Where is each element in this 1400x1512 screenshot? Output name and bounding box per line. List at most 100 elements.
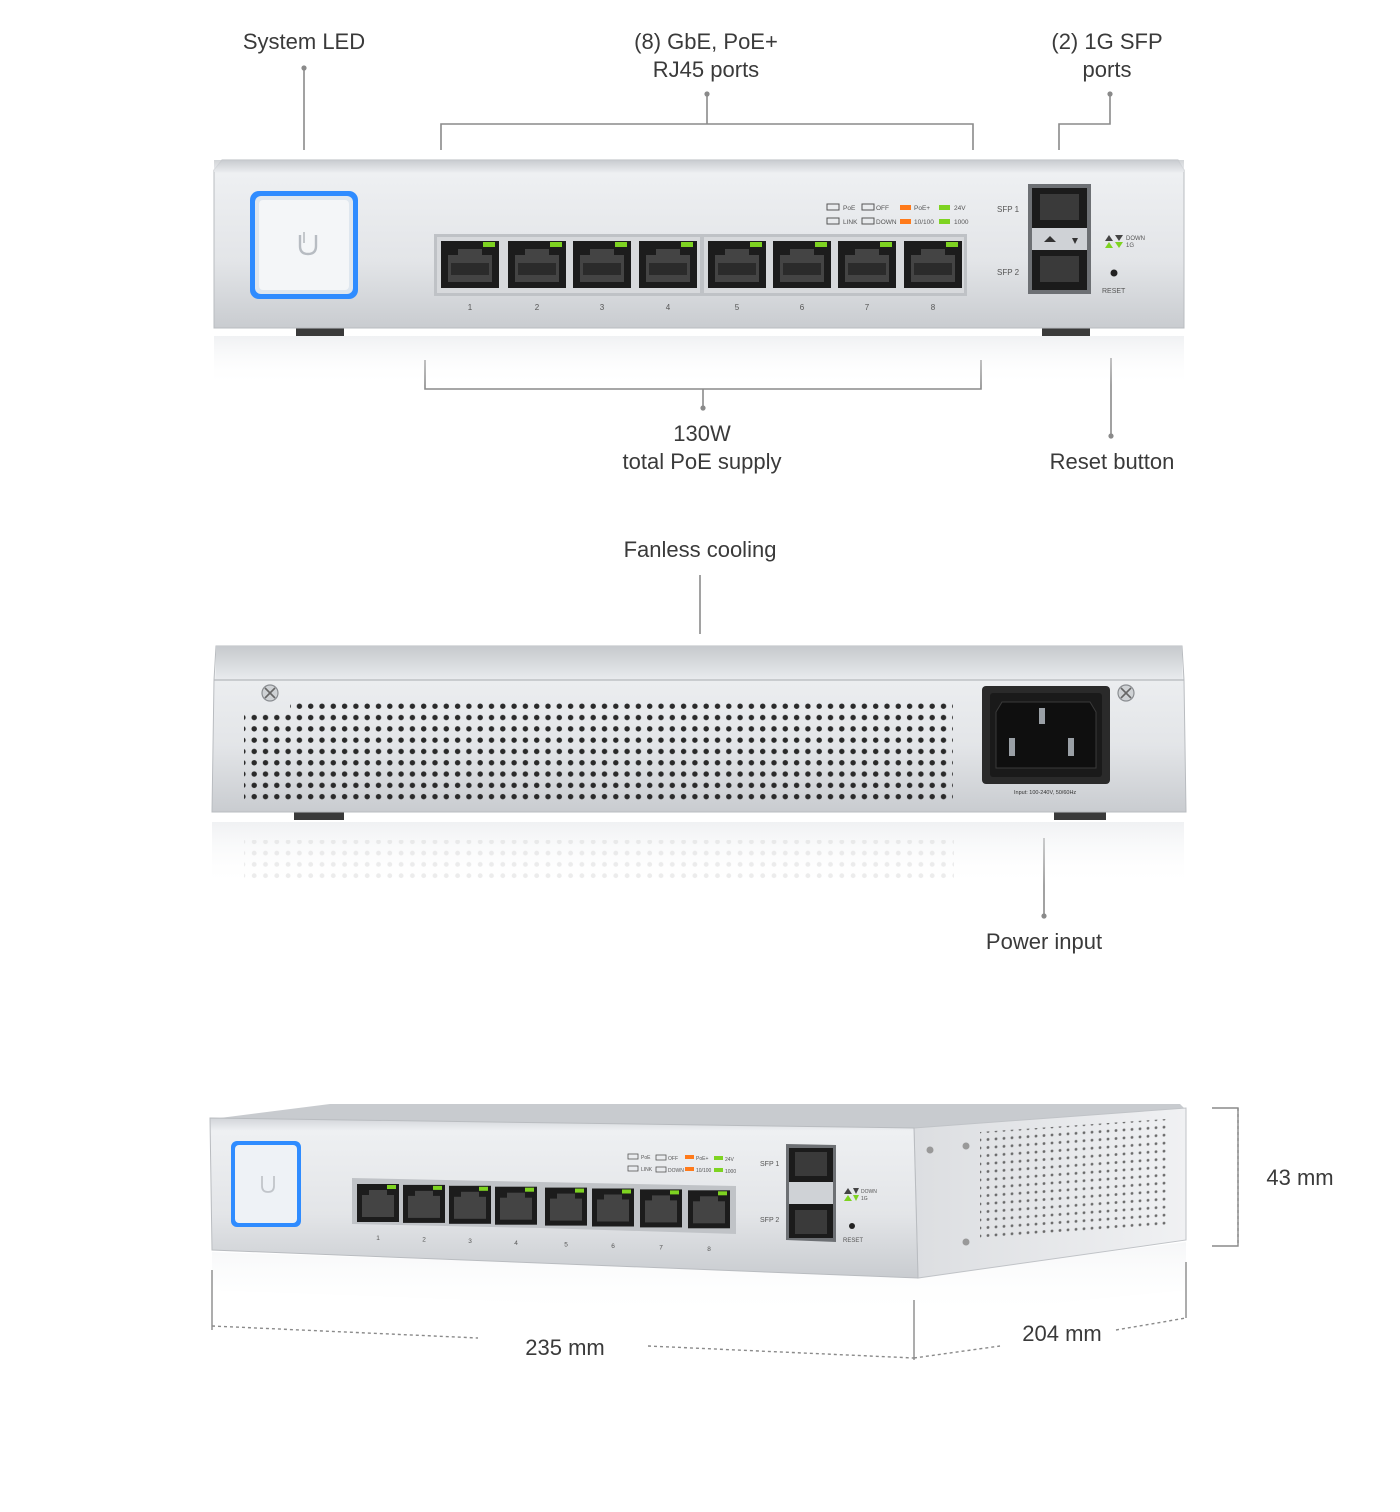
port-link-led [525,1187,534,1192]
screw-icon [1117,684,1135,702]
callout-poe-supply: 130W total PoE supply [602,420,802,476]
port-number: 4 [666,303,671,312]
legend-down: DOWN [876,219,897,226]
legend-poe-plus-p: PoE+ [696,1156,708,1162]
rj45-port [573,241,631,288]
port-link-led [387,1185,396,1189]
port-number: 6 [800,303,805,312]
sfp-led-legend-perspective: DOWN 1G [844,1188,877,1202]
rj45-port [773,241,831,288]
legend-off-p: OFF [668,1156,678,1162]
port-number: 5 [564,1241,568,1248]
port-number: 8 [707,1246,711,1253]
reset-label: RESET [1102,288,1126,295]
sfp1-label-p: SFP 1 [760,1161,779,1168]
port-link-led [483,242,495,247]
callout-poe-line2: total PoE supply [622,449,782,474]
dimension-lines [211,1107,1239,1360]
callout-power-input: Power input [985,929,1103,954]
legend-poe-p: PoE [641,1155,651,1161]
legend-off: OFF [876,205,889,212]
rj45-port [639,241,697,288]
sfp-legend-1g: 1G [1126,243,1134,249]
port-number: 3 [468,1238,472,1245]
led-legend: PoE OFF PoE+ 24V LINK DOWN 10/100 1000 [826,203,969,226]
rj45-port [441,241,499,288]
port-number: 1 [468,303,473,312]
reset-button: RESET [1102,269,1126,295]
port-link-led [622,1189,631,1194]
port-number: 2 [535,303,540,312]
legend-24v-p: 24V [725,1157,735,1163]
rj45-port [640,1189,682,1228]
rj45-port [508,241,566,288]
rj45-port [357,1184,399,1222]
rj45-port [838,241,896,288]
sfp2-label: SFP 2 [997,268,1020,277]
sfp-legend-down-p: DOWN [861,1189,877,1195]
callout-rj45-line1: (8) GbE, PoE+ [634,29,778,54]
dimension-height: 43 mm [1266,1165,1334,1190]
port-number: 7 [659,1245,663,1252]
dimension-width: 235 mm [525,1335,605,1360]
callout-rj45-line2: RJ45 ports [652,57,760,82]
sfp-legend-1g-p: 1G [861,1196,868,1202]
legend-1000-p: 1000 [725,1169,736,1175]
sfp-led-legend: DOWN 1G [1105,235,1145,249]
port-link-led [550,242,562,247]
port-number: 3 [600,303,605,312]
port-number: 2 [422,1237,426,1244]
callout-rj45-ports: (8) GbE, PoE+ RJ45 ports [606,28,806,84]
port-link-led [750,242,762,247]
port-link-led [946,242,958,247]
legend-down-p: DOWN [668,1168,684,1174]
rj45-port [449,1185,491,1224]
port-number: 6 [611,1243,615,1250]
perspective-port-numbers: 1 2 3 4 5 6 7 8 [376,1235,711,1253]
port-link-led [880,242,892,247]
fanless-vent-grid-left [244,711,290,800]
port-number: 7 [865,303,870,312]
sfp1-label: SFP 1 [997,205,1020,214]
rj45-port-block-perspective: 1 2 3 4 5 6 7 8 [352,1178,736,1253]
fanless-vent-grid [290,698,953,800]
reset-button-perspective: RESET [843,1223,863,1244]
rj45-port [688,1190,730,1229]
sfp-cage-perspective: SFP 1 SFP 2 [760,1144,836,1242]
front-ports [441,241,962,288]
perspective-ports [357,1184,730,1229]
rj45-port [545,1187,587,1226]
port-link-led [815,242,827,247]
callout-system-led: System LED [242,29,366,54]
callout-poe-line1: 130W [673,421,731,446]
switch-rear-view: Input: 100-240V, 50/60Hz [211,645,1187,886]
port-number: 4 [514,1240,518,1247]
switch-perspective-view: 1 2 3 4 5 6 7 8 PoE OFF PoE+ 24V LINK DOWN 10/1… [209,1104,1187,1318]
port-link-led [479,1186,488,1191]
rj45-port [904,241,962,288]
port-link-led [615,242,627,247]
port-number: 1 [376,1235,380,1242]
sfp2-label-p: SFP 2 [760,1217,779,1224]
leader-dots [301,65,1114,919]
rj45-port [592,1188,634,1227]
dimension-depth: 204 mm [1022,1321,1102,1346]
power-rating-label: Input: 100-240V, 50/60Hz [1014,790,1076,796]
legend-link-p: LINK [641,1167,653,1173]
legend-24v: 24V [954,205,966,212]
rj45-port [495,1186,537,1225]
rj45-port [708,241,766,288]
legend-10-100-p: 10/100 [696,1168,712,1174]
callout-sfp-ports: (2) 1G SFP ports [1032,28,1182,84]
rj45-port [403,1184,445,1223]
port-link-led [670,1190,679,1195]
sfp-legend-down: DOWN [1126,236,1145,242]
legend-poe: PoE [843,205,856,212]
callout-reset-button: Reset button [1049,449,1175,474]
callout-sfp-line2: ports [1082,57,1132,82]
reset-label-p: RESET [843,1238,863,1244]
